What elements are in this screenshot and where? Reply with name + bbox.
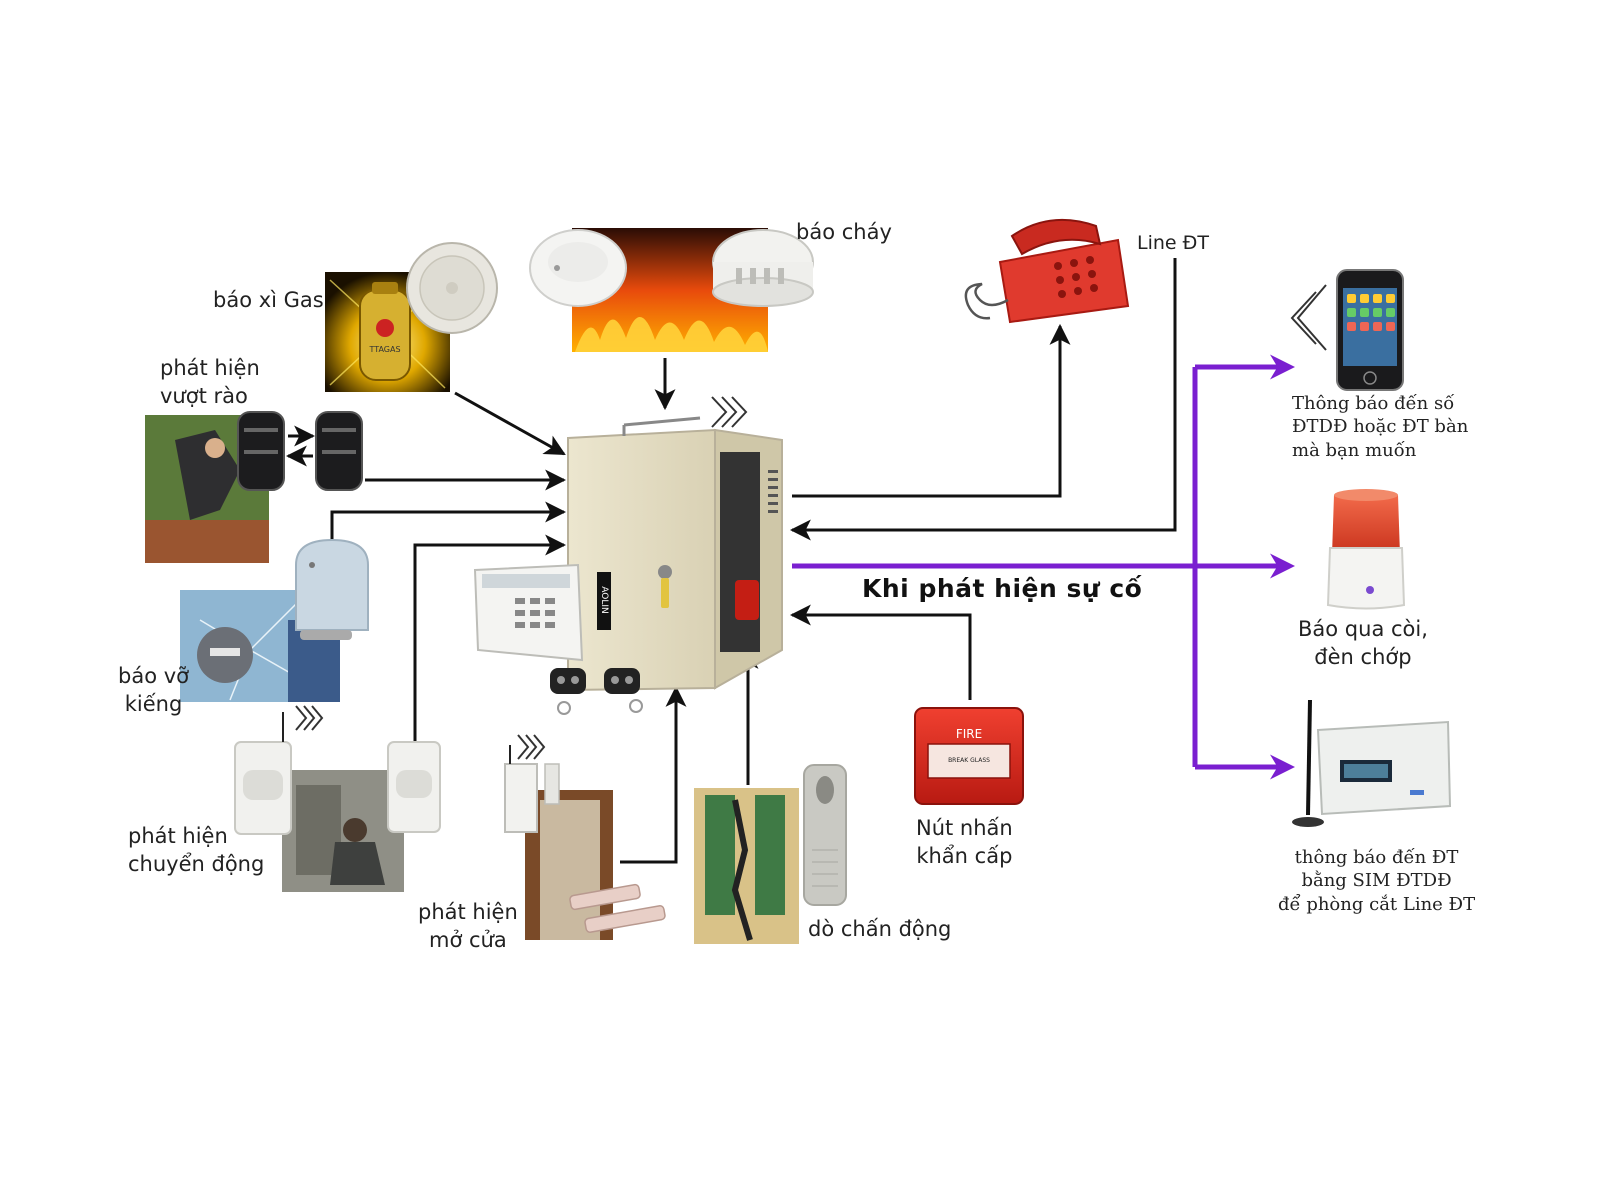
label-fire-alarm: báo cháy <box>796 220 892 244</box>
siren-strobe-icon <box>1326 489 1406 610</box>
label-line: mà bạn muốn <box>1292 439 1417 461</box>
label-vibration-sensor: dò chấn động <box>808 917 952 941</box>
label-line: để phòng cắt Line ĐT <box>1278 893 1476 915</box>
remote-control-icon <box>550 668 643 715</box>
panic-button-icon: FIRE BREAK GLASS <box>914 707 1024 805</box>
mobile-phone-icon <box>1336 269 1404 391</box>
label-line: mở cửa <box>429 928 507 953</box>
label-mobile-notify: Thông báo đến số ĐTDĐ hoặc ĐT bàn mà bạn… <box>1292 392 1468 462</box>
output-arrows <box>792 354 1295 780</box>
label-gsm-notify: thông báo đến ĐT bằng SIM ĐTDĐ để phòng … <box>1278 846 1475 916</box>
label-event-detected: Khi phát hiện sự cố <box>862 574 1143 603</box>
glass-break-sensor-icon <box>180 538 369 702</box>
label-line: chuyển động <box>128 852 265 877</box>
desk-phone-icon <box>964 218 1130 324</box>
label-line: ĐTDĐ hoặc ĐT bàn <box>1292 416 1469 438</box>
label-door-contact: phát hiện mở cửa <box>418 898 518 955</box>
vibration-sensor-icon <box>694 764 847 944</box>
smoke-detector-icon <box>529 228 814 352</box>
gas-can-brand: TTAGAS <box>368 345 400 354</box>
pir-sensor-icon <box>234 712 441 892</box>
door-contact-icon <box>504 745 666 940</box>
input-arrows <box>285 258 1177 864</box>
beam-sensor-icon <box>145 411 363 563</box>
label-line: Báo qua còi, <box>1298 617 1428 641</box>
panel-brand: AOLIN <box>599 586 609 613</box>
arrow-door-to-panel <box>620 685 687 864</box>
arrow-gas-to-panel <box>454 391 566 456</box>
label-line: khẩn cấp <box>916 844 1013 869</box>
label-line: kiếng <box>124 692 183 717</box>
arrow-glass-to-panel <box>330 501 567 540</box>
arrow-panic-to-panel <box>789 604 972 700</box>
label-phone-line: Line ĐT <box>1137 232 1209 254</box>
label-line: thông báo đến ĐT <box>1294 847 1459 868</box>
gas-detector-icon: TTAGAS <box>325 242 498 392</box>
label-line: báo vỡ <box>118 664 189 688</box>
label-line: phát hiện <box>418 900 518 924</box>
arrow-line-to-panel <box>789 258 1177 541</box>
arrow-motion-to-panel <box>413 534 567 745</box>
label-line: phát hiện <box>128 824 228 848</box>
label-gas-detector: báo xì Gas <box>213 288 324 312</box>
label-line: phát hiện <box>160 356 260 380</box>
label-line: Thông báo đến số <box>1292 393 1455 414</box>
arrow-panel-to-phone <box>792 323 1071 498</box>
wireless-signal-icons <box>295 284 1327 760</box>
label-panic-button: Nút nhấn khẩn cấp <box>916 814 1013 871</box>
keypad-icon <box>473 563 584 662</box>
label-siren: Báo qua còi, đèn chớp <box>1298 615 1428 672</box>
label-line: đèn chớp <box>1314 645 1412 670</box>
label-line: vượt rào <box>160 384 248 409</box>
alarm-panel-icon: AOLIN <box>567 416 783 692</box>
fire-box-sub: BREAK GLASS <box>948 757 990 764</box>
label-motion-sensor: phát hiện chuyển động <box>128 822 264 879</box>
label-glass-break: báo vỡ kiếng <box>118 662 189 719</box>
gsm-module-icon <box>1292 699 1452 827</box>
label-line: Nút nhấn <box>916 816 1013 840</box>
fire-box-text: FIRE <box>956 727 982 741</box>
label-line: bằng SIM ĐTDĐ <box>1301 870 1452 892</box>
label-beam-sensor: phát hiện vượt rào <box>160 354 260 411</box>
